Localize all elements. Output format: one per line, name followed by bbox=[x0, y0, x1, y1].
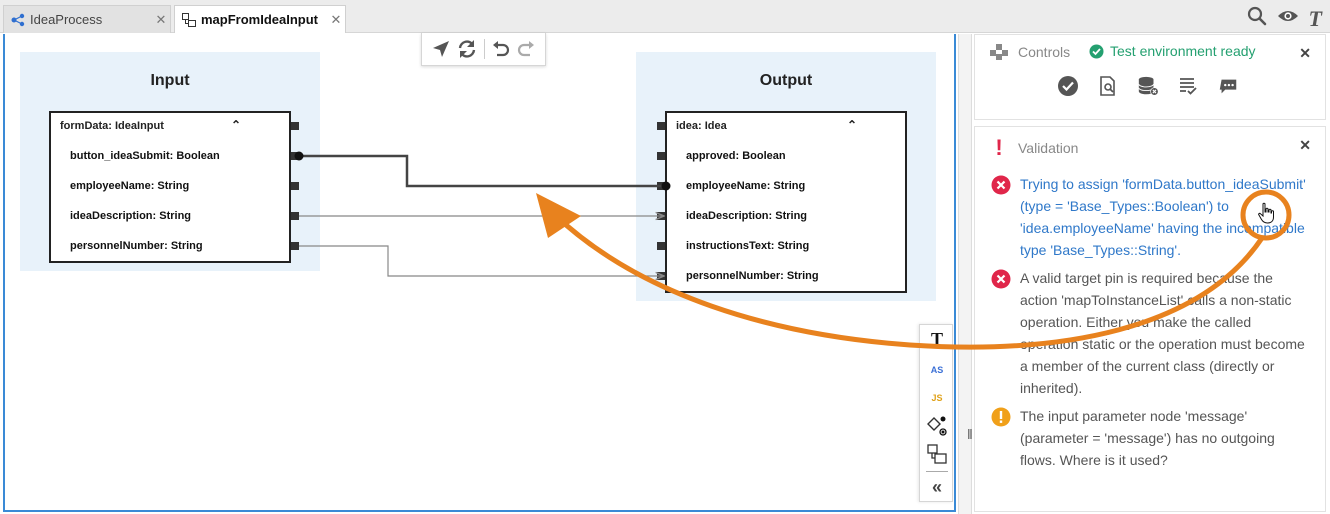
mapping-icon bbox=[182, 12, 196, 27]
exclamation-icon: ! bbox=[995, 135, 1003, 160]
input-pin[interactable] bbox=[657, 212, 665, 220]
toolbar-divider bbox=[483, 39, 485, 59]
output-panel-title: Output bbox=[759, 72, 813, 89]
redo-icon[interactable] bbox=[516, 39, 536, 59]
tab-label: mapFromIdeaInput bbox=[201, 12, 319, 27]
search-doc-icon[interactable] bbox=[1097, 75, 1119, 97]
warning-icon bbox=[991, 407, 1011, 433]
chevron-up-icon[interactable]: ⌃ bbox=[847, 118, 858, 132]
validation-message-warning: The input parameter node 'message' (para… bbox=[991, 405, 1313, 471]
tab-ideaprocess[interactable]: IdeaProcess ✕ bbox=[3, 5, 171, 33]
decision-icon[interactable] bbox=[920, 415, 954, 442]
check-circle-icon bbox=[1089, 44, 1104, 59]
collapse-icon[interactable]: « bbox=[931, 477, 942, 497]
splitter-grip[interactable]: ‖ bbox=[967, 426, 973, 442]
input-pin[interactable] bbox=[657, 152, 665, 160]
node-field[interactable]: employeeName: String bbox=[686, 180, 806, 192]
chevron-up-icon[interactable]: ⌃ bbox=[231, 118, 242, 132]
process-icon bbox=[11, 13, 25, 27]
controls-toolbar bbox=[1057, 75, 1239, 97]
controls-panel: Controls Test environment ready ✕ bbox=[974, 34, 1326, 120]
node-field[interactable]: personnelNumber: String bbox=[686, 270, 819, 282]
text-icon[interactable]: T bbox=[1308, 5, 1322, 31]
hand-cursor-icon bbox=[1257, 202, 1275, 229]
status-text: Test environment ready bbox=[1110, 43, 1256, 59]
output-pin[interactable] bbox=[291, 242, 299, 250]
tab-bar: IdeaProcess ✕ mapFromIdeaInput ✕ T bbox=[0, 0, 1330, 33]
check-circle-icon[interactable] bbox=[1057, 75, 1079, 97]
node-field[interactable]: ideaDescription: String bbox=[70, 210, 192, 222]
comment-icon[interactable] bbox=[1217, 75, 1239, 97]
gamepad-icon bbox=[989, 43, 1009, 61]
validation-header: ! Validation bbox=[989, 135, 1078, 161]
validation-message-error: A valid target pin is required because t… bbox=[991, 267, 1313, 399]
controls-header: Controls bbox=[989, 43, 1070, 61]
error-icon bbox=[991, 175, 1011, 201]
validation-panel: ! Validation ✕ Trying to assign 'formDat… bbox=[974, 126, 1326, 512]
validation-message-text: A valid target pin is required because t… bbox=[1020, 270, 1305, 396]
tool-divider bbox=[926, 471, 948, 472]
close-icon[interactable]: ✕ bbox=[330, 11, 342, 27]
navigate-icon[interactable] bbox=[431, 39, 451, 59]
error-icon bbox=[991, 269, 1011, 295]
output-node[interactable]: idea: Idea ⌃ approved: Boolean employeeN… bbox=[665, 111, 907, 293]
input-panel-title: Input bbox=[150, 72, 190, 89]
javascript-tool[interactable]: JS bbox=[931, 393, 943, 403]
refresh-icon[interactable] bbox=[456, 39, 478, 59]
panel-splitter[interactable]: ‖ bbox=[958, 34, 973, 514]
validation-title: Validation bbox=[1018, 140, 1079, 156]
validation-message-text: The input parameter node 'message' (para… bbox=[1020, 408, 1275, 468]
controls-title: Controls bbox=[1018, 44, 1071, 60]
close-icon[interactable]: ✕ bbox=[1299, 45, 1311, 61]
output-pin[interactable] bbox=[291, 122, 299, 130]
node-field[interactable]: instructionsText: String bbox=[686, 240, 810, 252]
input-pin[interactable] bbox=[657, 122, 665, 130]
search-icon[interactable] bbox=[1247, 6, 1267, 31]
node-field[interactable]: ideaDescription: String bbox=[686, 210, 808, 222]
node-header: formData: IdeaInput bbox=[60, 120, 164, 132]
node-field[interactable]: employeeName: String bbox=[70, 180, 190, 192]
node-header: idea: Idea bbox=[676, 120, 727, 132]
output-pin[interactable] bbox=[291, 212, 299, 220]
output-pin[interactable] bbox=[291, 182, 299, 190]
database-delete-icon[interactable] bbox=[1137, 75, 1159, 97]
close-icon[interactable]: ✕ bbox=[155, 11, 167, 27]
input-pin[interactable] bbox=[657, 242, 665, 250]
input-pin[interactable] bbox=[657, 272, 665, 280]
undo-icon[interactable] bbox=[491, 39, 511, 59]
mapping-tool-icon[interactable] bbox=[920, 443, 954, 470]
environment-status: Test environment ready bbox=[1089, 43, 1256, 59]
side-tool-strip: T AS JS « bbox=[919, 324, 953, 502]
eye-icon[interactable] bbox=[1277, 8, 1299, 29]
close-icon[interactable]: ✕ bbox=[1299, 137, 1311, 153]
top-icons: T bbox=[1247, 6, 1322, 31]
tab-mapfromideainput[interactable]: mapFromIdeaInput ✕ bbox=[174, 5, 346, 33]
action-script-tool[interactable]: AS bbox=[930, 365, 944, 375]
list-check-icon[interactable] bbox=[1177, 75, 1199, 97]
node-field[interactable]: button_ideaSubmit: Boolean bbox=[70, 150, 220, 162]
node-field[interactable]: approved: Boolean bbox=[686, 150, 786, 162]
input-pin[interactable] bbox=[657, 182, 665, 190]
canvas-toolbar bbox=[421, 33, 546, 66]
input-node[interactable]: formData: IdeaInput ⌃ button_ideaSubmit:… bbox=[49, 111, 291, 263]
output-pin[interactable] bbox=[291, 152, 299, 160]
text-tool[interactable]: T bbox=[930, 329, 943, 349]
tab-label: IdeaProcess bbox=[30, 12, 103, 27]
node-field[interactable]: personnelNumber: String bbox=[70, 240, 203, 252]
